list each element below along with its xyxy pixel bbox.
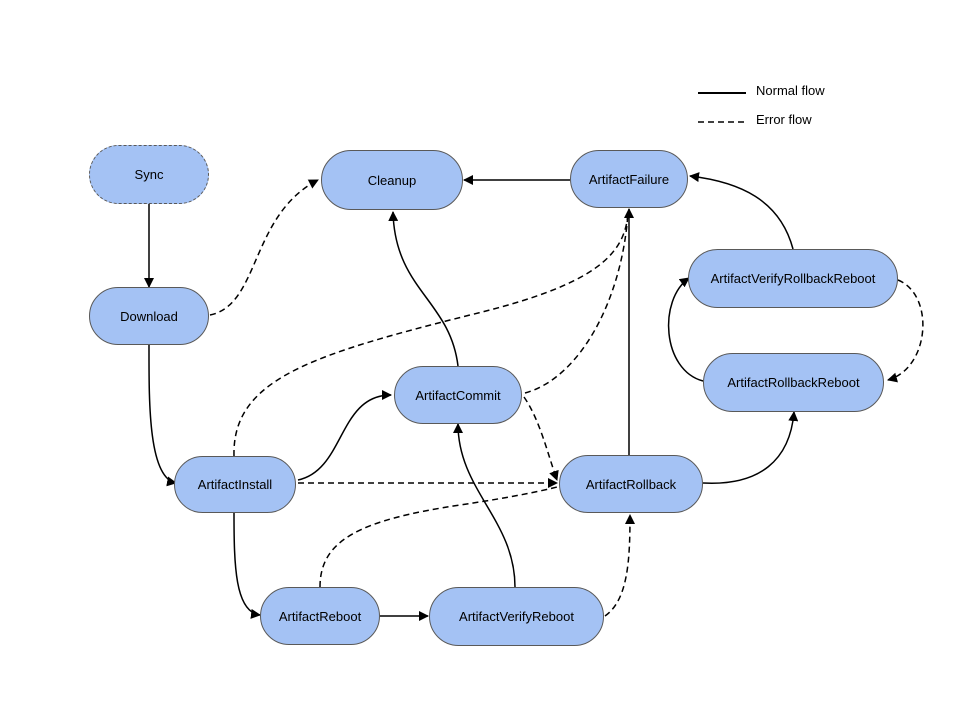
edge-verify-rollback-reboot-to-failure (689, 172, 794, 250)
edge-commit-to-cleanup (388, 211, 459, 367)
legend-error-label: Error flow (756, 112, 812, 127)
edge-commit-to-rollback (523, 396, 559, 481)
edge-commit-to-failure (524, 212, 629, 394)
edge-install-to-failure (233, 212, 629, 457)
edge-install-to-reboot (233, 512, 261, 619)
node-artifact-verify-reboot: ArtifactVerifyReboot (429, 587, 604, 646)
node-artifact-rollback: ArtifactRollback (559, 455, 703, 513)
edge-verify-reboot-to-commit (453, 423, 516, 588)
node-artifact-reboot: ArtifactReboot (260, 587, 380, 645)
node-cleanup: Cleanup (321, 150, 463, 210)
edge-rollback-reboot-to-verify-rollback-reboot (667, 277, 704, 382)
edge-reboot-to-rollback (319, 486, 558, 588)
edge-install-to-commit (297, 390, 392, 481)
node-artifact-verify-rollback-reboot: ArtifactVerifyRollbackReboot (688, 249, 898, 308)
node-artifact-failure: ArtifactFailure (570, 150, 688, 208)
node-sync: Sync (89, 145, 209, 204)
node-artifact-install: ArtifactInstall (174, 456, 296, 513)
node-artifact-rollback-reboot: ArtifactRollbackReboot (703, 353, 884, 412)
edge-download-to-install (148, 344, 177, 487)
edge-verify-rollback-reboot-to-rollback-reboot (887, 279, 924, 383)
legend-normal-label: Normal flow (756, 83, 825, 98)
edge-rollback-to-rollback-reboot (702, 411, 799, 484)
edge-verify-reboot-to-rollback (604, 514, 635, 617)
edge-download-to-cleanup (209, 179, 319, 316)
node-artifact-commit: ArtifactCommit (394, 366, 522, 424)
node-download: Download (89, 287, 209, 345)
